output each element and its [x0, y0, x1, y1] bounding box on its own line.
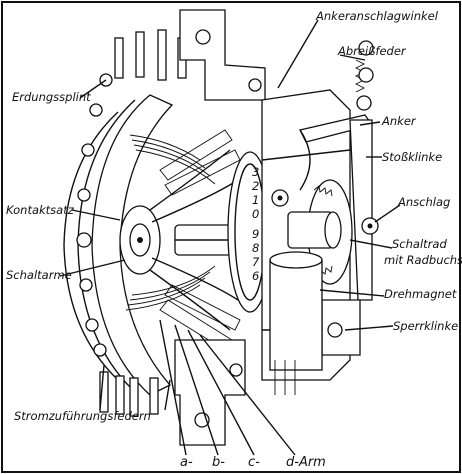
wiper-assembly — [119, 129, 241, 351]
dial-number: 2 — [252, 179, 259, 193]
number-dial: 3 2 1 0 9 8 7 6 — [227, 151, 273, 313]
label-schaltrad: Schaltrad — [392, 237, 447, 251]
label-mit-radbuchse: mit Radbuchse — [384, 253, 462, 267]
label-kontaktsatz: Kontaktsatz — [6, 203, 75, 217]
dial-number: 6 — [252, 269, 259, 283]
label-anker: Anker — [381, 114, 417, 128]
label-sperrklinke: Sperrklinke — [393, 319, 458, 333]
dial-number: 7 — [252, 255, 260, 269]
label-abreissfeder: Abreißfeder — [337, 44, 407, 58]
dial-number: 8 — [252, 241, 259, 255]
armature — [299, 40, 379, 356]
label-drehmagnet: Drehmagnet — [384, 287, 457, 301]
label-arm-c: c- — [248, 455, 260, 470]
dial-number: 3 — [252, 165, 259, 179]
top-bracket — [179, 9, 266, 101]
dial-number: 1 — [252, 193, 259, 207]
label-schaltarme: Schaltarme — [6, 268, 72, 282]
labels: Ankeranschlagwinkel Abreißfeder Erdungss… — [6, 9, 462, 470]
contact-springs — [125, 134, 216, 311]
label-erdungssplint: Erdungssplint — [12, 90, 91, 104]
label-stromzufuehrungsfedern: Stromzuführungsfedern — [14, 409, 151, 423]
label-anschlag: Anschlag — [397, 195, 450, 209]
dial-number: 9 — [252, 227, 259, 241]
rotary-magnet — [269, 251, 323, 395]
bottom-solder-tags — [99, 371, 159, 417]
label-arm-a: a- — [180, 455, 193, 470]
label-ankeranschlagwinkel: Ankeranschlagwinkel — [315, 9, 439, 23]
label-stossklinke: Stoßklinke — [382, 150, 442, 164]
top-solder-tags — [114, 29, 187, 81]
leader-lines — [59, 19, 401, 456]
label-arm-b: b- — [212, 455, 225, 470]
dial-number: 0 — [252, 207, 259, 221]
label-arm-d: d-Arm — [286, 455, 326, 470]
